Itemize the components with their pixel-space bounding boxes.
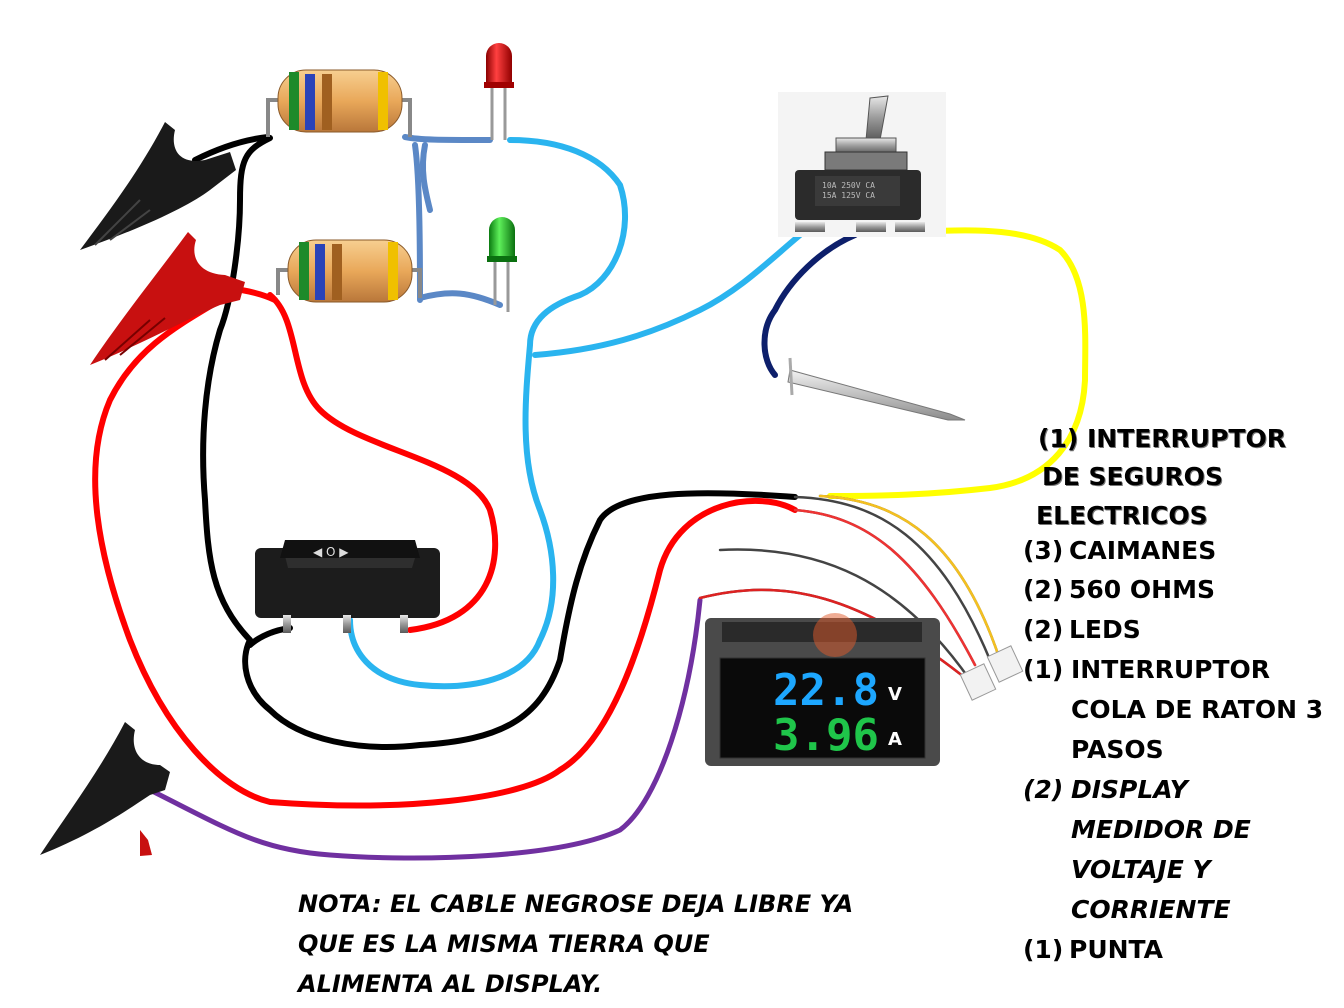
red-wire-rocker [267, 292, 499, 633]
list-item: COLA DE RATON 3 [1071, 695, 1324, 724]
current-unit: A [888, 729, 902, 750]
alligator-clip-red [90, 232, 245, 365]
list-item: INTERRUPTOR [1071, 655, 1271, 684]
list-item-count: (1) [1023, 935, 1064, 964]
voltage-readout: 22.8 [773, 665, 879, 716]
light-blue-wire-switch [532, 232, 803, 358]
led-red [484, 43, 514, 140]
list-item-count: (1) [1023, 655, 1064, 684]
yellow-wire [827, 227, 1089, 499]
list-item-count: (3) [1023, 536, 1064, 565]
volt-amp-meter [705, 613, 940, 766]
list-item-count: (2) [1023, 775, 1064, 804]
purple-wire [147, 597, 703, 861]
svg-text:10A 250V CA: 10A 250V CA [822, 181, 875, 190]
list-item: DISPLAY [1071, 775, 1188, 804]
list-item: 560 OHMS [1069, 575, 1215, 604]
navy-wire [761, 232, 858, 378]
list-item: PASOS [1071, 735, 1164, 764]
title-line: DE SEGUROS [1042, 462, 1223, 491]
svg-text:15A 125V CA: 15A 125V CA [822, 191, 875, 200]
resistor-bottom [276, 239, 422, 303]
list-item-count: (2) [1023, 575, 1064, 604]
light-blue-wire [347, 137, 628, 690]
toggle-switch-breaker: 10A 250V CA 15A 125V CA [778, 92, 946, 237]
note-line: ALIMENTA AL DISPLAY. [298, 970, 603, 998]
list-item: PUNTA [1069, 935, 1164, 964]
black-wire-main [200, 135, 798, 750]
voltage-unit: V [888, 684, 902, 705]
note-line: QUE ES LA MISMA TIERRA QUE [298, 930, 710, 958]
alligator-clip-black-top [80, 122, 236, 250]
list-item: CORRIENTE [1071, 895, 1231, 924]
alligator-clip-black-bottom [40, 722, 170, 856]
title-line: (1) INTERRUPTOR [1038, 424, 1286, 453]
red-wire-main [92, 285, 798, 809]
list-item: VOLTAJE Y [1071, 855, 1211, 884]
rocker-switch-3-position: ◀ O ▶ [255, 540, 440, 633]
list-item: LEDS [1069, 615, 1141, 644]
test-probe [787, 357, 966, 421]
current-readout: 3.96 [773, 710, 879, 761]
list-item: MEDIDOR DE [1071, 815, 1251, 844]
led-green [487, 217, 517, 312]
title-line: ELECTRICOS [1036, 501, 1208, 530]
list-item-count: (2) [1023, 615, 1064, 644]
svg-text:◀ O ▶: ◀ O ▶ [313, 545, 349, 559]
display-connectors [959, 645, 1024, 701]
resistor-top [266, 69, 412, 137]
note-line: NOTA: EL CABLE NEGROSE DEJA LIBRE YA [298, 890, 854, 918]
list-item: CAIMANES [1069, 536, 1217, 565]
